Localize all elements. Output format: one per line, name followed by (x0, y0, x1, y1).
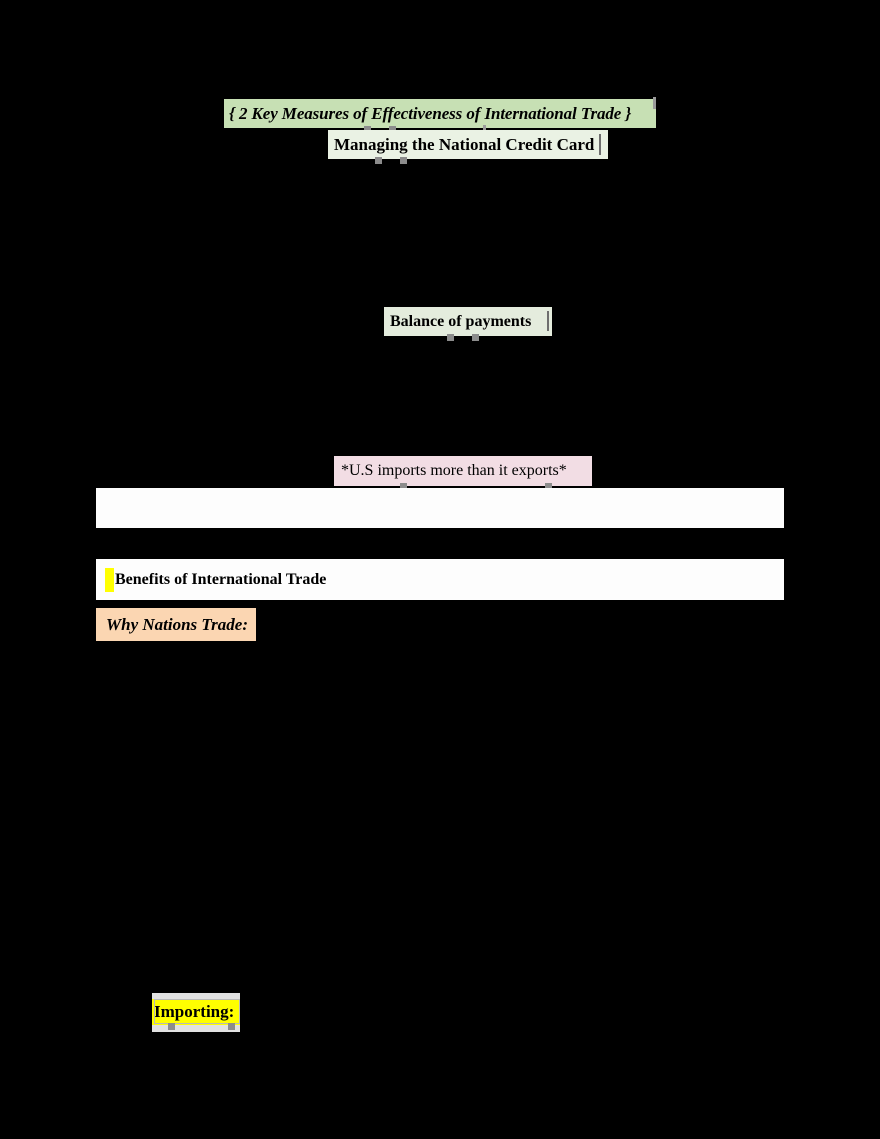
selection-handle[interactable] (653, 97, 656, 109)
text-caret (599, 134, 601, 155)
note-trade-deficit[interactable]: *U.S imports more than it exports* (334, 456, 592, 486)
selection-handle[interactable] (168, 1023, 175, 1030)
selection-handle[interactable] (447, 334, 454, 341)
yellow-highlight-marker-icon (105, 567, 114, 592)
heading-primary-text: { 2 Key Measures of Effectiveness of Int… (229, 103, 632, 123)
heading-secondary[interactable]: Managing the National Credit Card (328, 130, 608, 159)
section-importing-text: Importing: (154, 1002, 235, 1021)
document-blank-band (96, 488, 784, 528)
selection-handle[interactable] (228, 1023, 235, 1030)
selection-handle[interactable] (472, 334, 479, 341)
section-why-nations-trade-text: Why Nations Trade: (106, 614, 248, 634)
section-why-nations-trade[interactable]: Why Nations Trade: (96, 608, 256, 641)
section-balance-of-payments-text: Balance of payments (390, 312, 532, 330)
selection-handle[interactable] (375, 157, 382, 164)
section-benefits-of-international-trade[interactable]: Benefits of International Trade (96, 559, 784, 600)
section-balance-of-payments[interactable]: Balance of payments (384, 307, 552, 336)
selection-handle[interactable] (400, 483, 407, 490)
note-trade-deficit-text: *U.S imports more than it exports* (341, 462, 567, 479)
selection-handle[interactable] (389, 126, 396, 133)
selection-handle[interactable] (545, 483, 552, 490)
heading-primary[interactable]: { 2 Key Measures of Effectiveness of Int… (224, 99, 656, 128)
section-importing[interactable]: Importing: (152, 999, 240, 1025)
section-benefits-text: Benefits of International Trade (115, 570, 327, 588)
text-caret (547, 311, 549, 331)
heading-secondary-text: Managing the National Credit Card (334, 134, 595, 154)
section-importing-wrapper: Importing: (152, 993, 240, 1032)
selection-handle[interactable] (364, 126, 371, 133)
selection-handle[interactable] (400, 157, 407, 164)
